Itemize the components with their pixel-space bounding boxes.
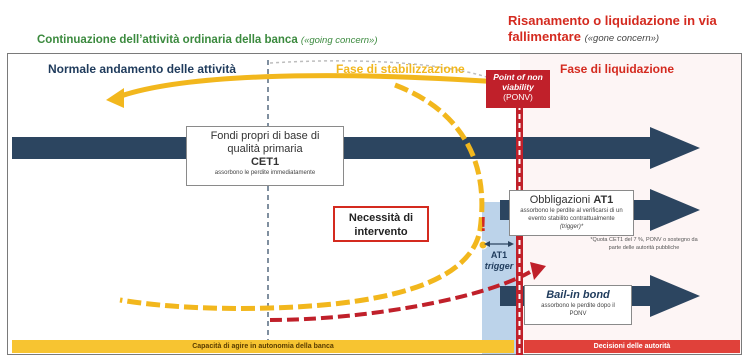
stabilization-curve-loop <box>119 82 485 311</box>
cet1-title: CET1 <box>250 156 280 168</box>
trigger-span-right <box>508 241 514 247</box>
exclamation-icon: ! <box>480 214 487 236</box>
bail-in-box: Bail-in bond assorbono le perdite dopo i… <box>524 285 632 325</box>
gone-concern-header: Risanamento o liquidazione in via fallim… <box>508 13 717 47</box>
autonomy-bar: Capacità di agire in autonomia della ban… <box>12 340 514 353</box>
trigger-span-left <box>484 241 490 247</box>
at1-footnote: *Quota CET1 del 7 %, PONV o sostegno da … <box>574 236 714 252</box>
cet1-box: Fondi propri di base di qualità primaria… <box>186 126 344 186</box>
need-line2: intervento <box>354 226 408 238</box>
gone-concern-subtitle: («gone concern») <box>584 33 660 44</box>
footnote-line2: parte delle autorità pubbliche <box>608 245 680 251</box>
footnote-line1: *Quota CET1 del 7 %, PONV o sostegno da <box>590 237 698 243</box>
gone-concern-title-line2: fallimentare <box>508 29 581 44</box>
bail-in-note-line2: PONV <box>569 311 587 317</box>
need-intervention-box: Necessità di intervento <box>333 206 429 242</box>
bail-in-title: Bail-in bond <box>546 289 610 301</box>
at1-trigger-line2: trigger <box>484 261 514 271</box>
trigger-dot <box>478 240 488 250</box>
stabilization-arrowhead <box>106 88 124 108</box>
phase-stabilization-label: Fase di stabilizzazione <box>336 62 465 76</box>
intervention-arrowhead <box>530 262 546 280</box>
cet1-note: assorbono le perdite immediatamente <box>214 170 316 176</box>
ponv-line1: Point of non <box>493 72 543 82</box>
ponv-line2: viability <box>502 82 534 92</box>
at1-trigger-label: AT1 trigger <box>480 250 518 272</box>
at1-trigger-line1: AT1 <box>490 250 508 260</box>
diagram-frame <box>7 53 742 355</box>
gone-concern-title-line1: Risanamento o liquidazione in via <box>508 13 717 28</box>
phase-liquidation-label: Fase di liquidazione <box>560 62 675 76</box>
at1-prefix: Obbligazioni <box>529 194 591 206</box>
at1-title: AT1 <box>593 194 614 206</box>
at1-note-line2: evento stabilito contrattualmente <box>528 216 615 222</box>
phase-normal-label: Normale andamento delle attività <box>48 62 237 76</box>
need-line1: Necessità di <box>348 212 414 224</box>
ponv-line3: (PONV) <box>503 92 533 102</box>
going-concern-header: Continuazione dell’attività ordinaria de… <box>37 34 378 46</box>
stabilization-curve-top <box>117 73 501 100</box>
intervention-curve <box>269 270 531 322</box>
going-concern-subtitle: («going concern») <box>300 35 378 46</box>
cet1-arrow <box>12 127 700 169</box>
cet1-line1: Fondi propri di base di <box>210 130 320 142</box>
authorities-bar: Decisioni delle autorità <box>524 340 740 353</box>
cet1-line2: qualità primaria <box>227 143 303 155</box>
at1-box: Obbligazioni AT1 assorbono le perdite al… <box>509 190 634 236</box>
ponv-box: Point of non viability (PONV) <box>486 70 550 108</box>
going-concern-title: Continuazione dell’attività ordinaria de… <box>37 34 298 46</box>
at1-note-line3: (trigger)* <box>559 224 584 230</box>
at1-note-line1: assorbono le perdite al verificarsi di u… <box>520 208 623 214</box>
bail-in-note-line1: assorbono le perdite dopo il <box>541 303 615 309</box>
